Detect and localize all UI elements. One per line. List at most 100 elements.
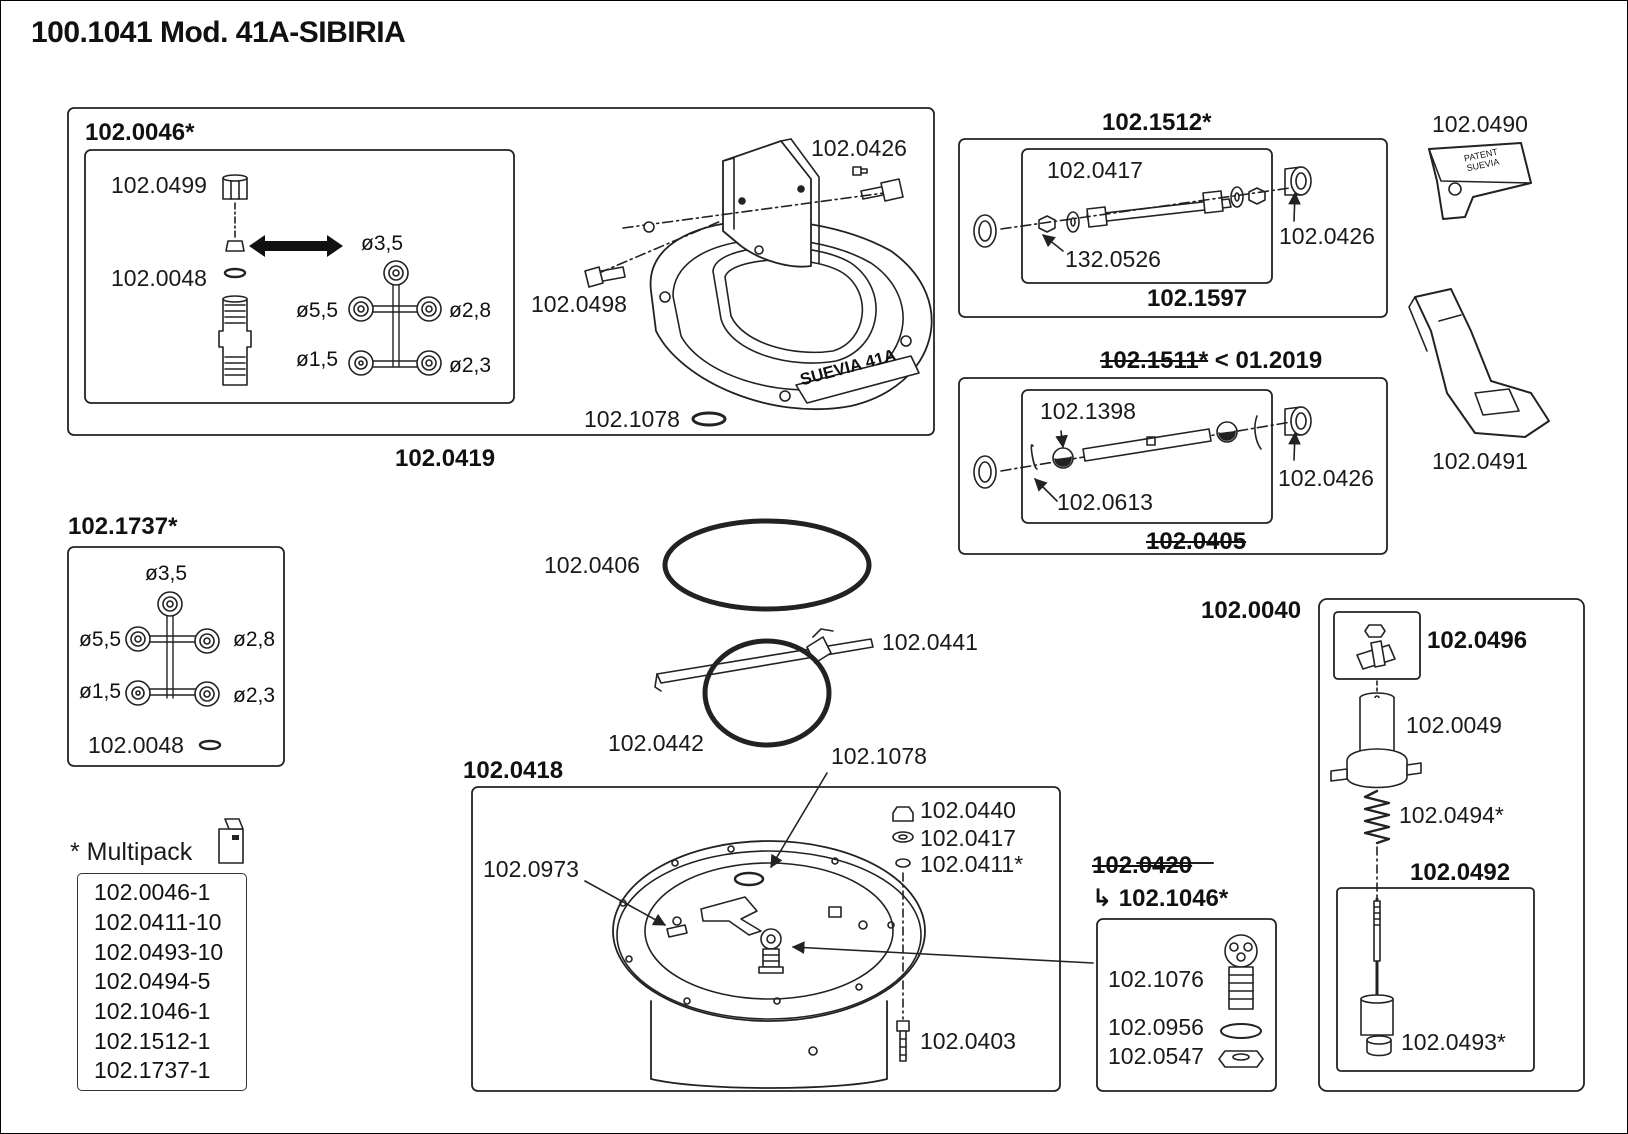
nozzle-diameter-label: ø3,5	[145, 562, 188, 585]
bushing-right-102-0426-c	[1284, 406, 1312, 436]
part-label-102-0973: 102.0973	[483, 856, 579, 882]
part-label-102-0491: 102.0491	[1432, 448, 1528, 474]
multipack-item: 102.1737-1	[94, 1057, 211, 1083]
group-label-102-0040: 102.0040	[1201, 597, 1302, 624]
group-label-102-0419: 102.0419	[395, 445, 496, 472]
group-label-102-1597: 102.1597	[1147, 285, 1248, 312]
leader-132-0526	[1042, 234, 1064, 252]
cover-102-0490	[1428, 142, 1532, 220]
group-box-102-1597	[1021, 148, 1273, 284]
part-label-102-1076: 102.1076	[1108, 966, 1204, 992]
multipack-heading: * Multipack	[70, 838, 193, 866]
nozzle-diameter-label: ø1,5	[79, 680, 122, 703]
group-label-102-0496: 102.0496	[1427, 627, 1528, 654]
nozzle-tree-a	[348, 260, 442, 376]
washer-bowl-left	[643, 221, 655, 233]
group-box-102-0492	[1336, 887, 1535, 1072]
bushing-right-102-0426	[1284, 166, 1312, 196]
leader-102-0426-c	[1288, 431, 1301, 461]
nozzle-diameter-label: ø5,5	[296, 299, 339, 322]
multipack-item: 102.1046-1	[94, 998, 211, 1024]
nozzle-diameter-label: ø5,5	[79, 628, 122, 651]
replacement-arrow-icon: ↳	[1092, 885, 1113, 912]
screw-102-0426-a	[852, 166, 868, 176]
group-label-102-0405: 102.0405	[1146, 528, 1247, 555]
part-label-102-0417-a: 102.0417	[1047, 157, 1143, 183]
valve-body	[218, 295, 252, 386]
group-label-102-0492: 102.0492	[1410, 859, 1511, 886]
cover-102-0491	[1408, 288, 1550, 438]
group-box-102-0418	[471, 786, 1061, 1092]
valve-pin-102-0492	[1360, 897, 1394, 1036]
nozzle-tree-b	[125, 591, 220, 707]
replacement-number: 102.1046*	[1118, 885, 1229, 912]
multipack-item: 102.1512-1	[94, 1028, 211, 1054]
valve-stem-102-0049	[1330, 692, 1422, 789]
part-label-102-0442: 102.0442	[608, 730, 704, 756]
multipack-item: 102.0411-10	[94, 909, 222, 935]
ring-102-0442	[702, 638, 832, 748]
bushing-left-b	[973, 455, 997, 489]
group-label-102-1512: 102.1512*	[1102, 109, 1212, 136]
leader-102-0426-b	[1288, 191, 1301, 222]
drinking-bowl	[598, 138, 933, 411]
part-label-102-0403: 102.0403	[920, 1028, 1016, 1054]
valve-pin	[225, 240, 245, 252]
multipack-item: 102.0494-5	[94, 968, 211, 994]
part-label-102-0494: 102.0494*	[1399, 802, 1504, 828]
nozzle-diameter-label: ø3,5	[361, 232, 404, 255]
fastener-stack-0418	[892, 806, 914, 1062]
seal-102-0493	[1366, 1035, 1392, 1057]
nut-102-0547	[1218, 1050, 1264, 1068]
ring-102-0406	[662, 518, 872, 612]
part-label-102-1078-b: 102.1078	[831, 743, 927, 769]
group-box-102-0419	[67, 107, 935, 436]
superseded-number-102-1511: 102.1511*	[1100, 347, 1209, 374]
part-label-102-0048-b: 102.0048	[88, 732, 184, 758]
part-label-102-0049: 102.0049	[1406, 712, 1502, 738]
part-label-102-0440: 102.0440	[920, 797, 1016, 823]
part-label-102-0490: 102.0490	[1432, 111, 1528, 137]
valve-nut-102-0499	[222, 174, 248, 200]
part-label-102-0406: 102.0406	[544, 552, 640, 578]
group-box-102-1511	[958, 377, 1388, 555]
leader-102-1078-b	[770, 772, 828, 869]
nozzle-diameter-label: ø2,8	[233, 628, 276, 651]
multipack-item: 102.0046-1	[94, 879, 211, 905]
page-title: 100.1041 Mod. 41A-SIBIRIA	[31, 16, 406, 49]
valve-102-1076-mounted	[758, 928, 784, 974]
axle-102-1597-parts	[1038, 186, 1266, 233]
superseded-date: < 01.2019	[1208, 347, 1323, 374]
group-box-102-1737	[67, 546, 285, 767]
leader-102-0973	[584, 880, 667, 926]
part-label-102-0493: 102.0493*	[1401, 1029, 1506, 1055]
group-box-102-1512	[958, 138, 1388, 318]
nozzle-diameter-label: ø2,8	[449, 299, 492, 322]
multipack-list: 102.0046-1 102.0411-10 102.0493-10 102.0…	[77, 873, 247, 1091]
group-box-102-1046	[1096, 918, 1277, 1092]
leader-102-0613	[1034, 478, 1058, 502]
screw-102-0973	[666, 924, 688, 938]
group-label-102-1046: ↳ 102.1046*	[1092, 887, 1228, 911]
o-ring-102-0048	[223, 267, 247, 279]
part-label-102-0426-c: 102.0426	[1278, 465, 1374, 491]
part-label-102-1078-a: 102.1078	[584, 406, 680, 432]
multipack-box-icon	[218, 818, 244, 864]
gasket-102-1078-a	[691, 411, 727, 427]
part-label-102-0411: 102.0411*	[920, 851, 1024, 877]
group-label-102-1737: 102.1737*	[68, 513, 178, 540]
part-label-102-0417-b: 102.0417	[920, 825, 1016, 851]
part-label-102-0426-a: 102.0426	[811, 135, 907, 161]
part-label-102-0499: 102.0499	[111, 172, 207, 198]
double-arrow	[249, 235, 343, 257]
multipack-item: 102.0493-10	[94, 939, 224, 965]
part-label-102-0547: 102.0547	[1108, 1043, 1204, 1069]
washer-102-0956	[1220, 1023, 1262, 1039]
o-ring-102-0048-b	[198, 739, 222, 751]
group-label-102-1511: 102.1511* < 01.2019	[1100, 349, 1322, 373]
part-label-132-0526: 132.0526	[1065, 246, 1161, 272]
valve-part-102-0496	[1356, 624, 1396, 670]
screw-bowl-right	[860, 178, 904, 202]
